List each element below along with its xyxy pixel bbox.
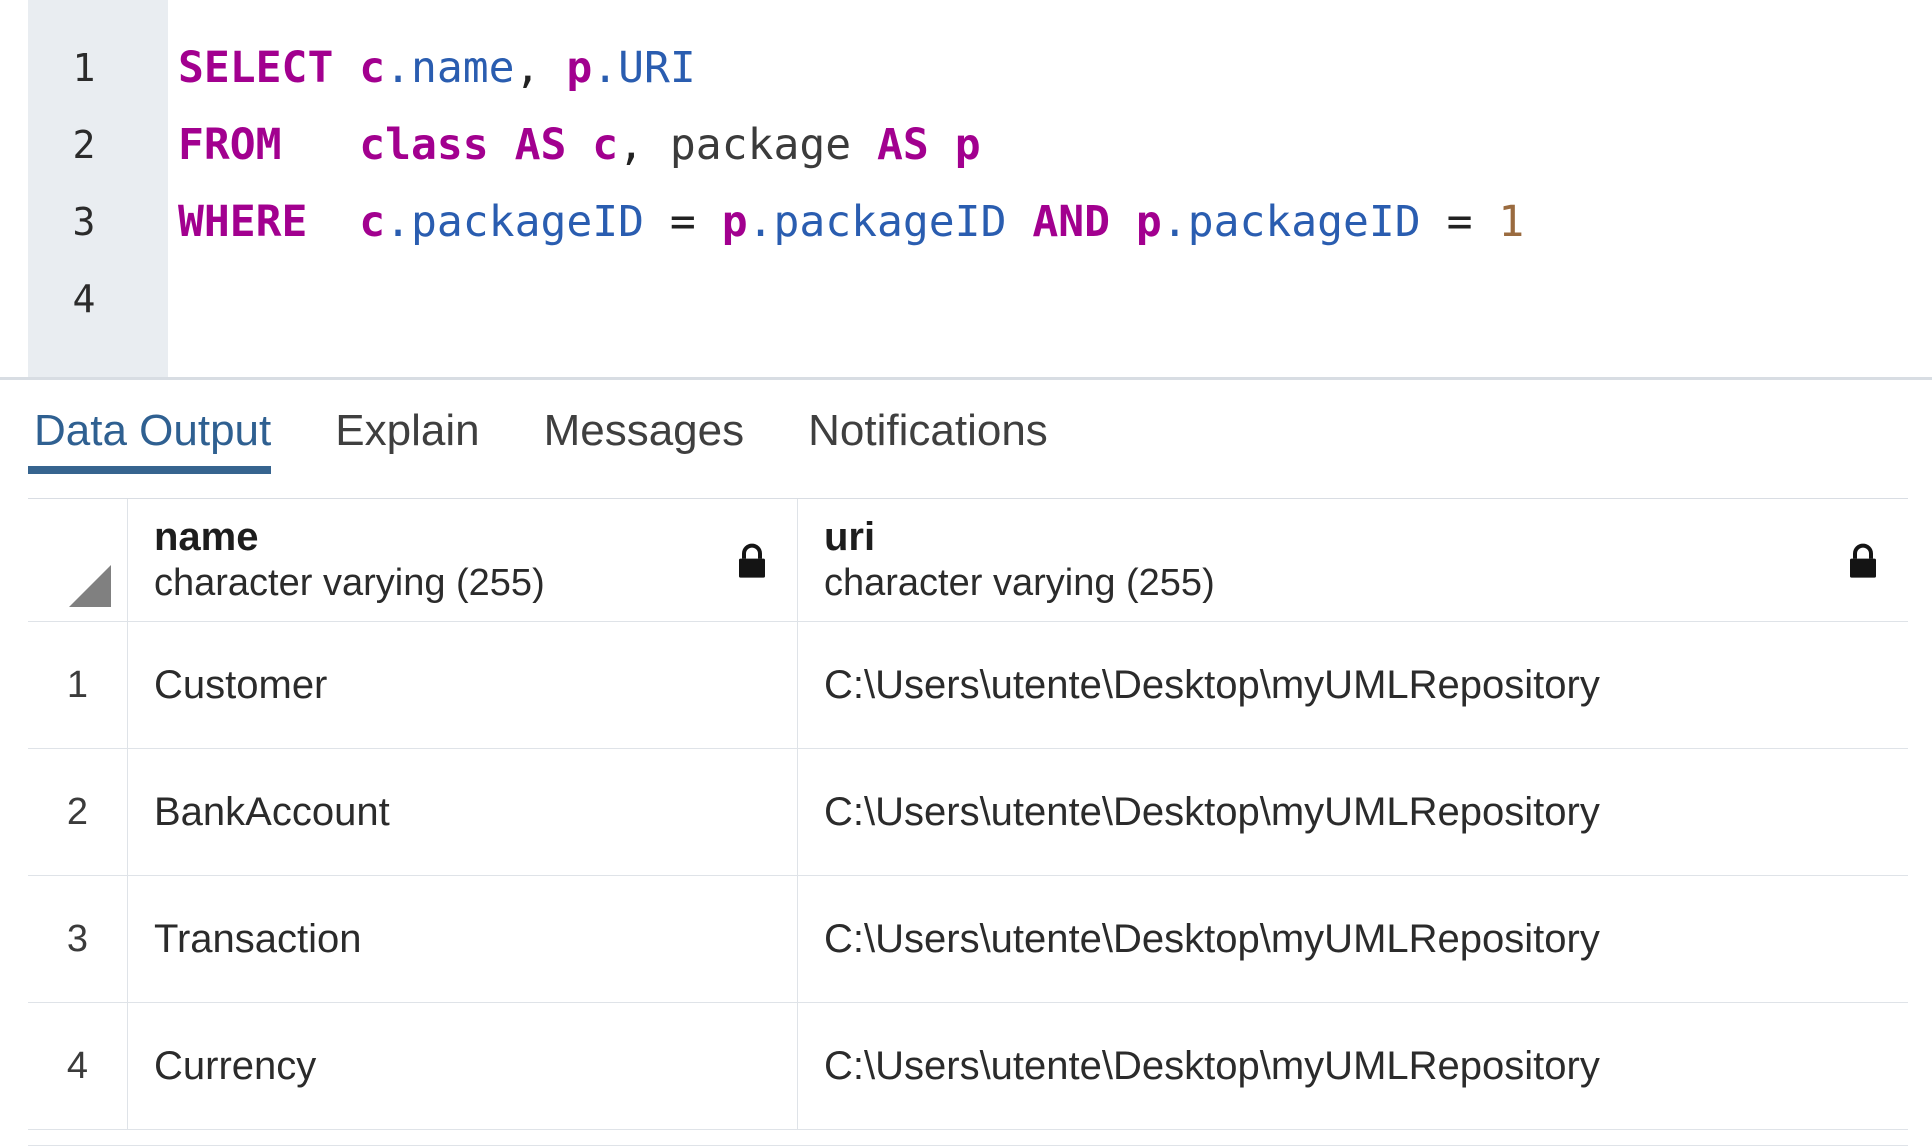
row-number-cell[interactable]: 1 [28,622,128,748]
tab-notifications[interactable]: Notifications [808,406,1048,455]
code-line-content[interactable]: FROM class AS c, package AS p [168,107,1932,184]
lock-icon [739,543,765,578]
code-token: c [592,120,619,170]
cell-name[interactable]: BankAccount [128,749,798,875]
code-token: SELECT [178,43,334,93]
code-token [307,197,359,247]
lock-icon [1850,543,1876,578]
code-token [1006,197,1032,247]
code-token: FROM [178,120,282,170]
row-number-cell[interactable]: 2 [28,749,128,875]
grid-corner-cell[interactable] [28,499,128,621]
grid-bottom-edge [28,1130,1908,1146]
code-token [1421,197,1447,247]
code-token: c [359,197,386,247]
column-type-label: character varying (255) [154,562,545,605]
code-token [851,120,877,170]
code-token [929,120,955,170]
column-header-name[interactable]: name character varying (255) [128,499,798,621]
line-number: 4 [72,277,96,321]
code-token: . [592,43,619,93]
line-number: 2 [72,123,96,167]
line-number: 3 [72,200,96,244]
code-token: . [747,197,774,247]
code-token: class [359,120,489,170]
row-number-cell[interactable]: 4 [28,1003,128,1129]
code-token [696,197,722,247]
cell-uri[interactable]: C:\Users\utente\Desktop\myUMLRepository [824,789,1600,834]
cell-uri[interactable]: C:\Users\utente\Desktop\myUMLRepository [824,1043,1600,1088]
code-token: AND [1032,197,1111,247]
row-number-cell[interactable]: 3 [28,876,128,1002]
code-token: . [385,197,412,247]
data-output-grid[interactable]: name character varying (255) uri charact… [28,498,1908,1130]
tab-data-output[interactable]: Data Output [28,380,301,474]
code-line-content[interactable]: SELECT c.name, p.URI [168,30,1932,107]
line-number-gutter [28,0,168,377]
code-token: . [1161,197,1188,247]
code-token: packageID [1187,197,1421,247]
code-token [644,120,670,170]
column-type-label: character varying (255) [824,562,1215,605]
code-line-content[interactable]: WHERE c.packageID = p.packageID AND p.pa… [168,184,1932,261]
code-token [333,43,359,93]
code-token: packageID [773,197,1007,247]
code-token [489,120,515,170]
column-name-label: name [154,514,259,559]
code-token [282,120,360,170]
line-number: 1 [72,46,96,90]
code-token [540,43,566,93]
code-token: AS [877,120,929,170]
code-token [1472,197,1498,247]
column-header-uri[interactable]: uri character varying (255) [798,499,1908,621]
code-token: 1 [1498,197,1525,247]
code-token: = [669,197,696,247]
code-line: 4 [0,261,1932,338]
code-token [644,197,670,247]
code-token: p [721,197,748,247]
code-token: package [669,120,852,170]
code-token [566,120,592,170]
code-token: p [1135,197,1162,247]
code-token: p [566,43,593,93]
cell-name[interactable]: Transaction [128,876,798,1002]
code-token: AS [514,120,567,170]
tab-messages[interactable]: Messages [543,406,745,455]
code-token: packageID [411,197,645,247]
tab-explain[interactable]: Explain [335,406,480,455]
grid-header-row: name character varying (255) uri charact… [28,499,1908,622]
sort-triangle-icon [69,565,111,607]
column-name-label: uri [824,514,876,559]
cell-name[interactable]: Customer [128,622,798,748]
cell-name[interactable]: Currency [128,1003,798,1129]
code-token: name [411,43,515,93]
code-token: WHERE [178,197,308,247]
code-token: c [359,43,386,93]
code-token: URI [618,43,696,93]
cell-uri[interactable]: C:\Users\utente\Desktop\myUMLRepository [824,916,1600,961]
code-token: , [618,120,645,170]
code-token: , [514,43,541,93]
code-token: p [954,120,981,170]
code-token: = [1446,197,1473,247]
code-token: . [385,43,412,93]
code-token [1110,197,1136,247]
cell-uri[interactable]: C:\Users\utente\Desktop\myUMLRepository [824,662,1600,707]
result-tab-bar[interactable]: Data Output Explain Messages Notifications [0,380,1932,498]
code-line: 2 FROM class AS c, package AS p [0,107,1932,184]
